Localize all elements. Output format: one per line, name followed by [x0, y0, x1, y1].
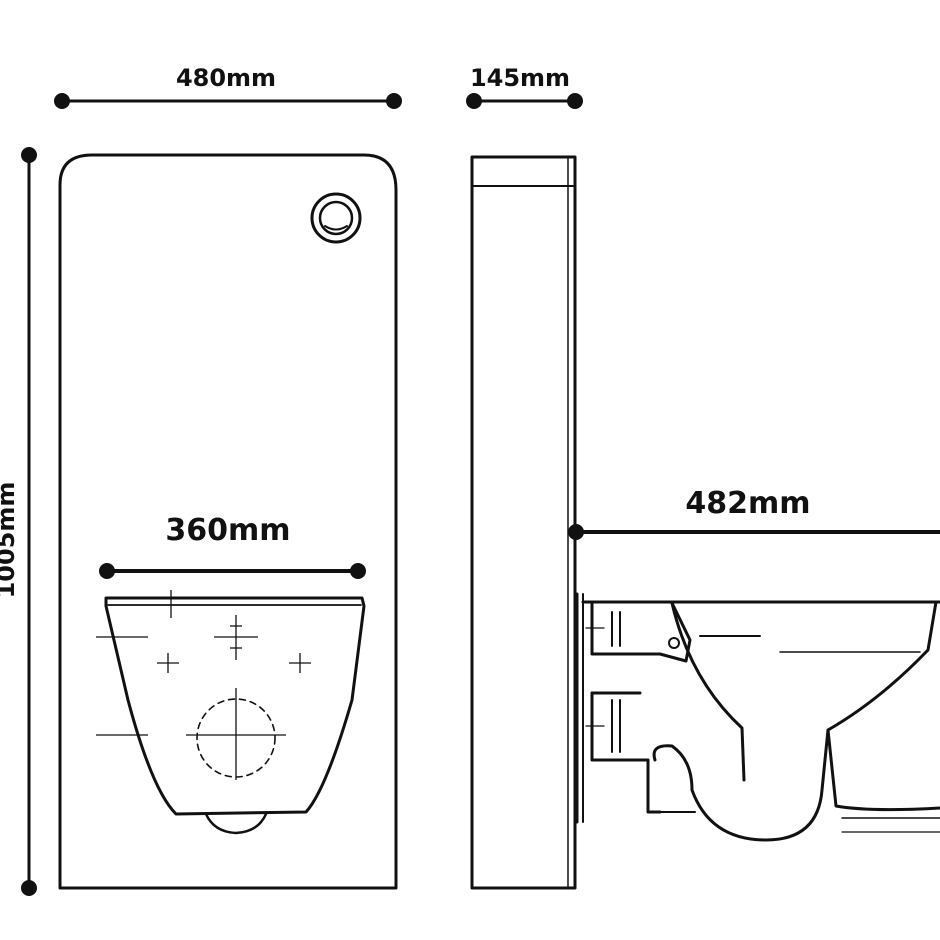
waste-outlet-dashed-circle: [196, 698, 276, 778]
pan-foot-front: [204, 812, 268, 835]
front-view: 360mm: [58, 153, 398, 890]
height-dimension-endpoint-bottom: [21, 880, 37, 896]
pan-width-dimension: 360mm: [99, 513, 366, 579]
inlet-fixing-hole: [668, 637, 680, 649]
flush-button: [310, 192, 362, 244]
projection-endpoint-left: [568, 524, 584, 540]
bowl-trapway-outline: [652, 600, 938, 842]
projection-dimension: 482mm: [568, 486, 940, 540]
cistern-panel-side: [470, 155, 577, 890]
wall-mounting-plate: [575, 592, 584, 824]
width-dimension-endpoint-left: [54, 93, 70, 109]
depth-dimension-label: 145mm: [470, 64, 570, 92]
cistern-panel-front: [58, 153, 398, 890]
toilet-bowl-outline-front: [104, 596, 366, 816]
depth-dimension-endpoint-left: [466, 93, 482, 109]
projection-label: 482mm: [685, 486, 810, 521]
height-dimension: 1005mm: [0, 147, 37, 896]
water-inlet-connector: [590, 601, 692, 663]
pan-width-endpoint-right: [350, 563, 366, 579]
fixing-markers: [96, 590, 311, 780]
width-dimension-endpoint-right: [386, 93, 402, 109]
waste-outlet-connector: [590, 691, 662, 814]
height-dimension-label: 1005mm: [0, 482, 20, 599]
depth-dimension-endpoint-right: [567, 93, 583, 109]
pan-width-label: 360mm: [165, 513, 290, 548]
toilet-pan-side: [581, 600, 940, 842]
pan-width-endpoint-left: [99, 563, 115, 579]
bowl-outer-shell: [826, 728, 940, 812]
side-view: 482mm: [470, 155, 940, 890]
height-dimension-endpoint-top: [21, 147, 37, 163]
width-dimension: 480mm: [54, 64, 402, 109]
toilet-pan-front: [96, 590, 366, 835]
width-dimension-label: 480mm: [176, 64, 276, 92]
depth-dimension: 145mm: [466, 64, 583, 109]
bowl-inner-front-wall: [670, 601, 746, 782]
